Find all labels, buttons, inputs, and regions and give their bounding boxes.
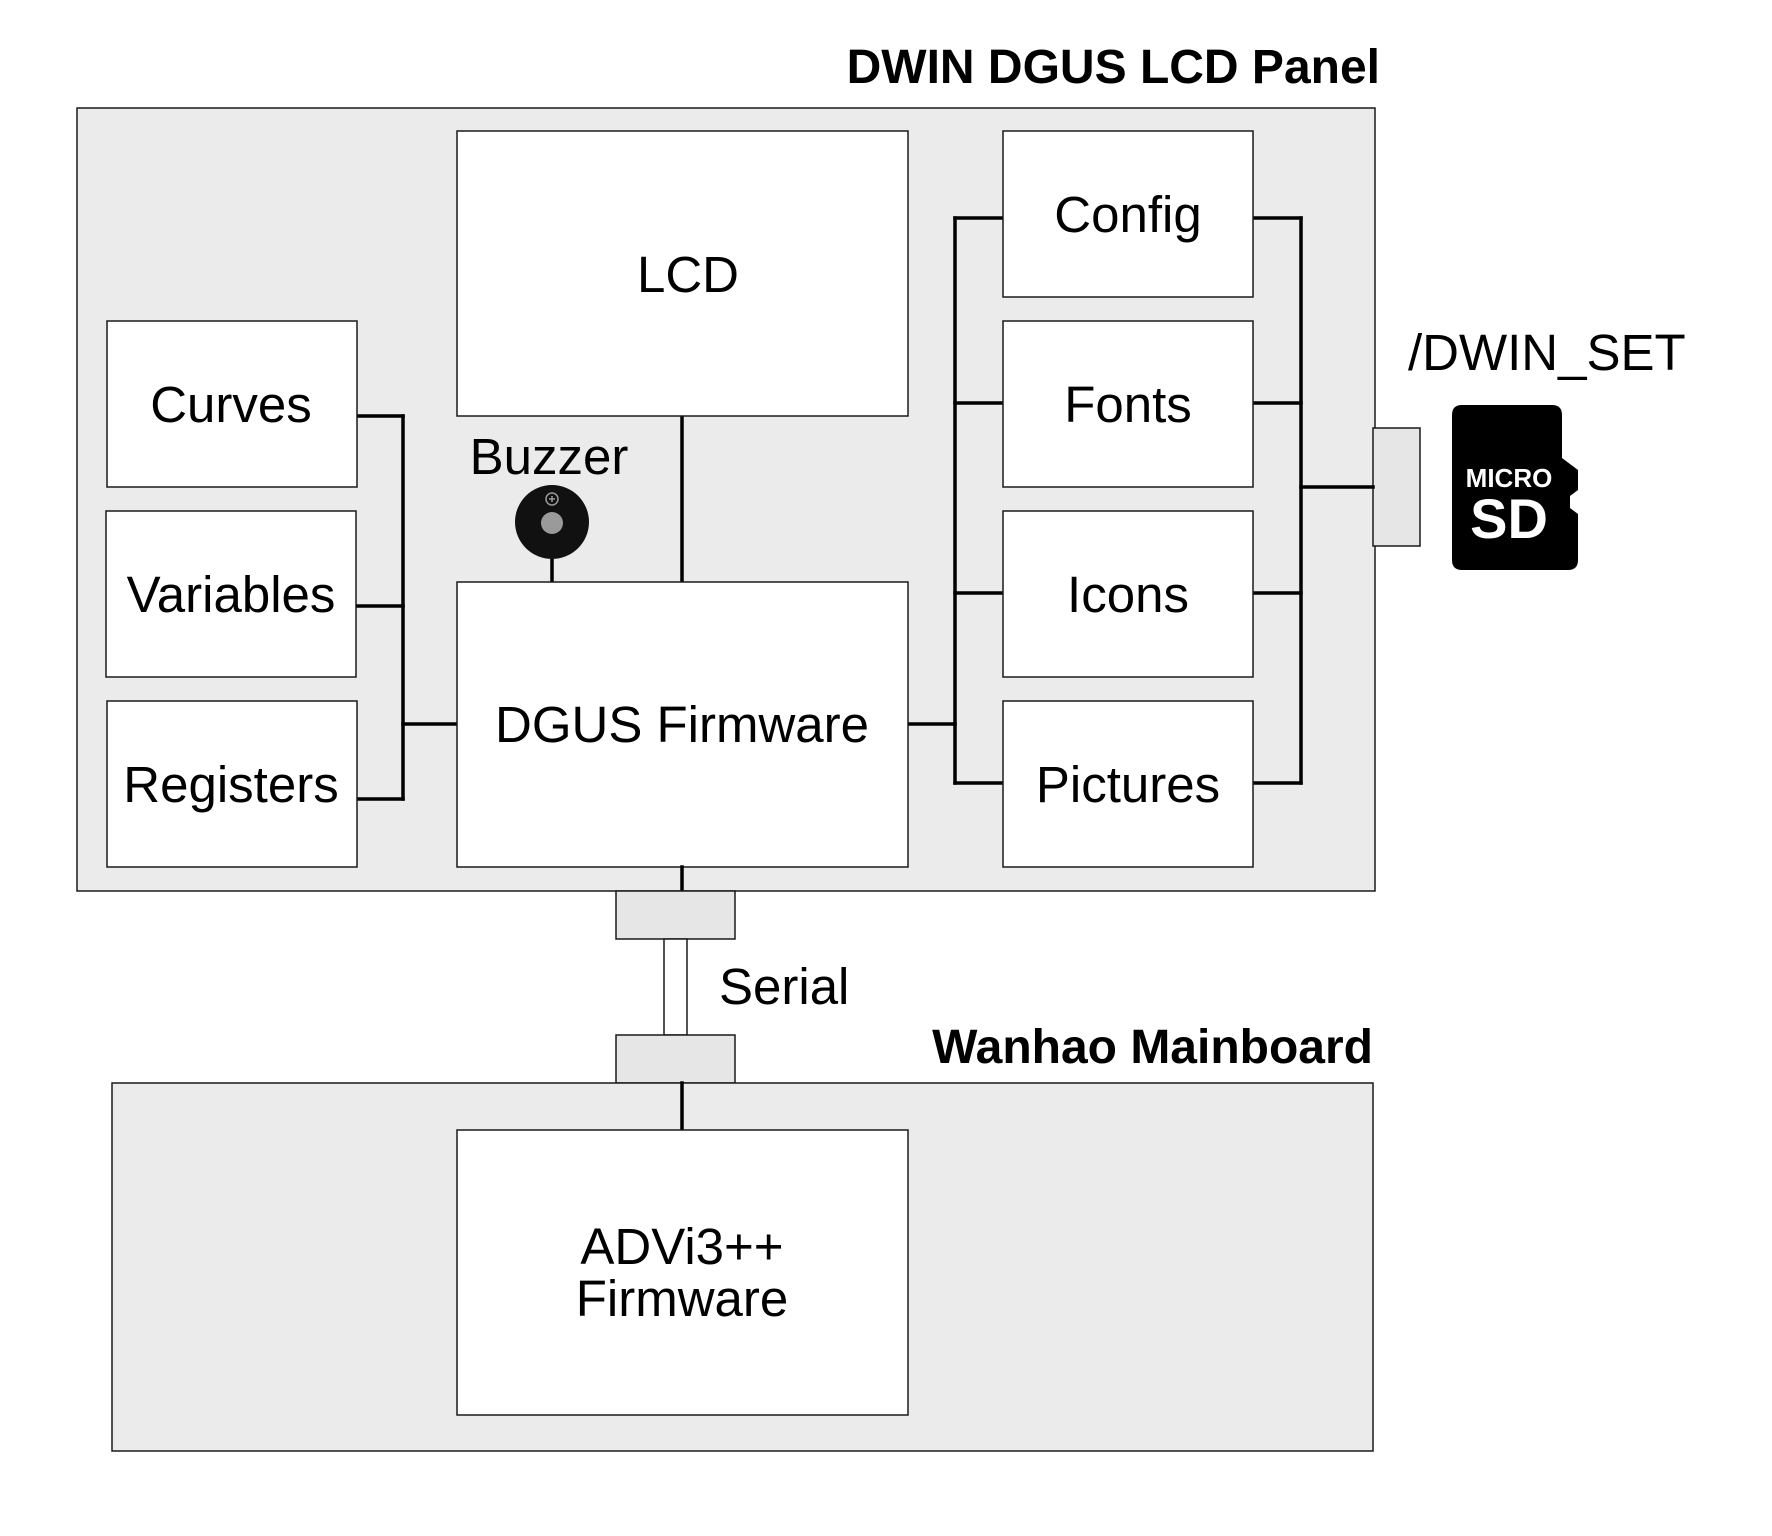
- registers-box: [106, 700, 358, 868]
- panel-serial-connector: [615, 890, 736, 940]
- serial-cable: [663, 938, 688, 1036]
- curves-box: [106, 320, 358, 488]
- dgus-firmware-box: [456, 581, 909, 868]
- config-box: [1002, 130, 1254, 298]
- registers-label: Registers: [123, 756, 338, 813]
- pictures-box: [1002, 700, 1254, 868]
- dgus-firmware-label: DGUS Firmware: [495, 696, 869, 753]
- advi3-label-line2: Firmware: [576, 1270, 789, 1327]
- sd-card-slot: [1372, 427, 1421, 547]
- lcd-label: LCD: [637, 246, 739, 303]
- curves-label: Curves: [150, 376, 312, 433]
- fonts-label: Fonts: [1064, 376, 1192, 433]
- advi3-label-line1: ADVi3++: [580, 1218, 783, 1275]
- icons-box: [1002, 510, 1254, 678]
- icons-label: Icons: [1067, 566, 1189, 623]
- config-label: Config: [1054, 186, 1201, 243]
- mainboard-serial-connector: [615, 1034, 736, 1084]
- fonts-box: [1002, 320, 1254, 488]
- sd-path-label: /DWIN_SET: [1408, 324, 1686, 381]
- serial-label: Serial: [719, 958, 849, 1015]
- buzzer-icon: [515, 485, 589, 559]
- lcd-box: [456, 130, 909, 417]
- pictures-label: Pictures: [1036, 756, 1220, 813]
- buzzer-label: Buzzer: [470, 428, 629, 485]
- advi3-firmware-box: [456, 1129, 909, 1416]
- variables-box: [105, 510, 357, 678]
- sd-sd-text: SD: [1470, 487, 1548, 550]
- sd-micro-text: MICRO: [1466, 463, 1553, 493]
- microsd-card-icon: MICRO SD: [1452, 405, 1578, 570]
- variables-label: Variables: [127, 566, 336, 623]
- mainboard-title: Wanhao Mainboard: [932, 1021, 1373, 1074]
- panel-title: DWIN DGUS LCD Panel: [847, 41, 1380, 94]
